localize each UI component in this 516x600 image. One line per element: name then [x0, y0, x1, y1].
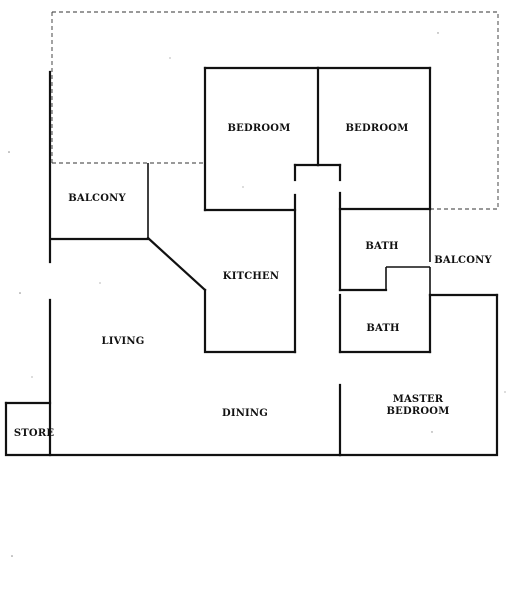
corridor-walls: [293, 163, 342, 457]
label-bedroom-1: BEDROOM: [228, 123, 291, 134]
label-balcony-left: BALCONY: [68, 193, 126, 204]
label-master-bedroom-line1: MASTER: [393, 394, 444, 405]
store-room: [4, 401, 52, 457]
kitchen-walls: [203, 208, 297, 354]
label-dining: DINING: [222, 408, 268, 419]
bedroom-2-walls: [316, 66, 432, 211]
label-bedroom-2: BEDROOM: [346, 123, 409, 134]
bath-walls: [338, 209, 432, 354]
label-store: STORE: [14, 428, 54, 439]
label-balcony-right: BALCONY: [434, 255, 492, 266]
balcony-left-walls: [50, 163, 150, 241]
diagonal-wall: [146, 236, 207, 292]
label-kitchen: KITCHEN: [223, 271, 279, 282]
label-bath-lower: BATH: [366, 323, 399, 334]
label-living: LIVING: [101, 336, 144, 347]
scan-specks: [8, 32, 506, 557]
label-bath-upper: BATH: [365, 241, 398, 252]
bedroom-1-walls: [203, 66, 320, 212]
terrace-outline: [51, 11, 499, 210]
label-master-bedroom-line2: BEDROOM: [387, 406, 450, 417]
